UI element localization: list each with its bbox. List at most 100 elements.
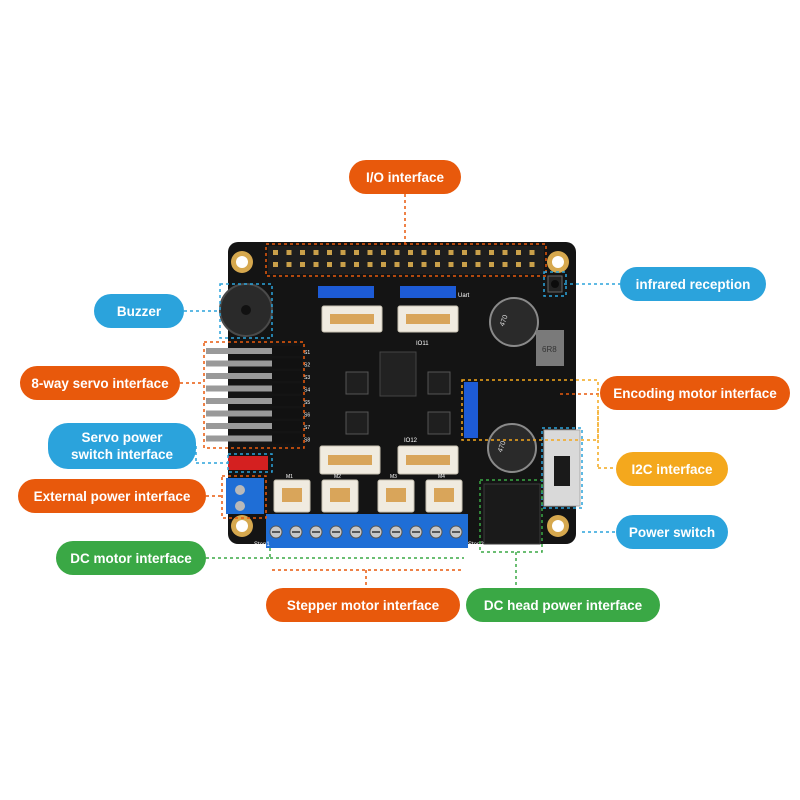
power-switch-component: [543, 429, 581, 507]
header-pin: [408, 262, 413, 267]
servo-pin-base: [272, 346, 302, 356]
servo-pin-row: [206, 398, 302, 404]
chip: [427, 371, 451, 395]
header-pin: [448, 250, 454, 255]
servo-pin-row: [206, 348, 302, 354]
servo-pin-row: [206, 435, 302, 442]
label-buzzer: Buzzer: [94, 294, 184, 328]
header-pin: [448, 262, 454, 267]
io-header: [268, 246, 544, 274]
header-pin: [394, 250, 400, 255]
header-pin: [367, 250, 373, 255]
header-pin: [286, 262, 292, 267]
header-pin: [381, 262, 386, 267]
header-pin: [340, 250, 346, 255]
callout-lines: [180, 194, 620, 588]
label-external-power-interface: External power interface: [18, 479, 206, 513]
mounting-holes: [231, 251, 569, 537]
header-pin: [300, 250, 305, 255]
motor-label: M4: [438, 474, 445, 480]
header-pin: [435, 250, 440, 255]
header-pin: [340, 262, 346, 267]
i2c-header: [464, 382, 478, 438]
motor-connector-pins: [386, 488, 406, 502]
header-pin: [273, 262, 278, 267]
step1-silk: Step1: [254, 542, 270, 548]
servo-pin-row: [206, 385, 302, 392]
servo-pin-base: [272, 433, 302, 444]
servo-row-label: S2: [304, 363, 310, 369]
header-pin: [516, 262, 521, 267]
label-dc-head-power-interface: DC head power interface: [466, 588, 660, 622]
header-pin: [313, 250, 319, 255]
header-pin: [421, 250, 427, 255]
servo-row-label: S3: [304, 375, 310, 381]
header-pin: [273, 250, 278, 255]
pcb-board: Uart IO11 IO12 470 470 6R8: [206, 242, 581, 548]
header-pin: [286, 250, 292, 255]
label-text: Stepper motor interface: [286, 597, 440, 613]
connector-pins: [406, 455, 450, 465]
header-pin: [394, 262, 400, 267]
io12-silk: IO12: [404, 438, 418, 444]
header-pin: [421, 262, 427, 267]
label-text: Encoding motor interface: [613, 385, 777, 401]
cap-value: 470: [499, 314, 510, 327]
motor-connector-pins: [282, 488, 302, 502]
io11-silk: IO11: [416, 341, 429, 347]
header-pin: [367, 262, 373, 267]
label-text: Buzzer: [116, 303, 162, 319]
servo-pin-base: [272, 396, 302, 406]
uart-silk: Uart: [458, 293, 470, 299]
header-pin: [327, 250, 332, 255]
servo-row-label: S4: [304, 388, 310, 394]
header-pin: [462, 262, 467, 267]
servo-pin-row: [206, 373, 302, 379]
connector-pins: [330, 314, 374, 324]
header-pin: [408, 250, 413, 255]
label-text: I2C interface: [631, 461, 713, 477]
header-pin: [327, 262, 332, 267]
header-pin: [354, 262, 359, 267]
label-text: External power interface: [33, 488, 191, 504]
capacitor-top: 470: [489, 297, 539, 347]
dc-barrel-jack: [483, 483, 541, 545]
label-text: switch interface: [70, 447, 174, 462]
label-infrared-reception: infrared reception: [620, 267, 766, 301]
header-pin: [475, 262, 481, 267]
header-pin: [529, 250, 535, 255]
servo-row-label: S5: [304, 400, 310, 406]
driver-chip: [379, 351, 417, 397]
servo-row-label: S8: [304, 438, 310, 444]
servo-pin-row: [206, 410, 302, 417]
header-pin: [502, 262, 508, 267]
header-pin: [300, 262, 305, 267]
motor-label: M3: [390, 474, 397, 480]
label-power-switch: Power switch: [616, 515, 728, 549]
header-pin: [475, 250, 481, 255]
header-pin: [435, 262, 440, 267]
inductor-label: 6R8: [542, 345, 557, 354]
label-text: 8-way servo interface: [31, 375, 169, 391]
label-text: Servo power: [81, 430, 163, 445]
label-text: infrared reception: [635, 276, 751, 292]
label-stepper-motor-interface: Stepper motor interface: [266, 588, 460, 622]
motor-connector-pins: [434, 488, 454, 502]
servo-pin-base: [272, 421, 302, 431]
servo-pin-base: [272, 408, 302, 419]
label-text: DC motor interface: [70, 550, 192, 566]
servo-pin-base: [272, 358, 302, 369]
servo-pin-base: [272, 371, 302, 381]
label-i2c-interface: I2C interface: [616, 452, 728, 486]
header-pin: [529, 262, 535, 267]
uart-blue-header: [400, 286, 456, 298]
header-pin: [502, 250, 508, 255]
label-io-interface: I/O interface: [349, 160, 461, 194]
servo-pin-row: [206, 360, 302, 367]
servo-row-label: S7: [304, 425, 310, 431]
header-pin: [489, 250, 494, 255]
cap-value: 470: [497, 440, 508, 453]
chip: [345, 371, 369, 395]
